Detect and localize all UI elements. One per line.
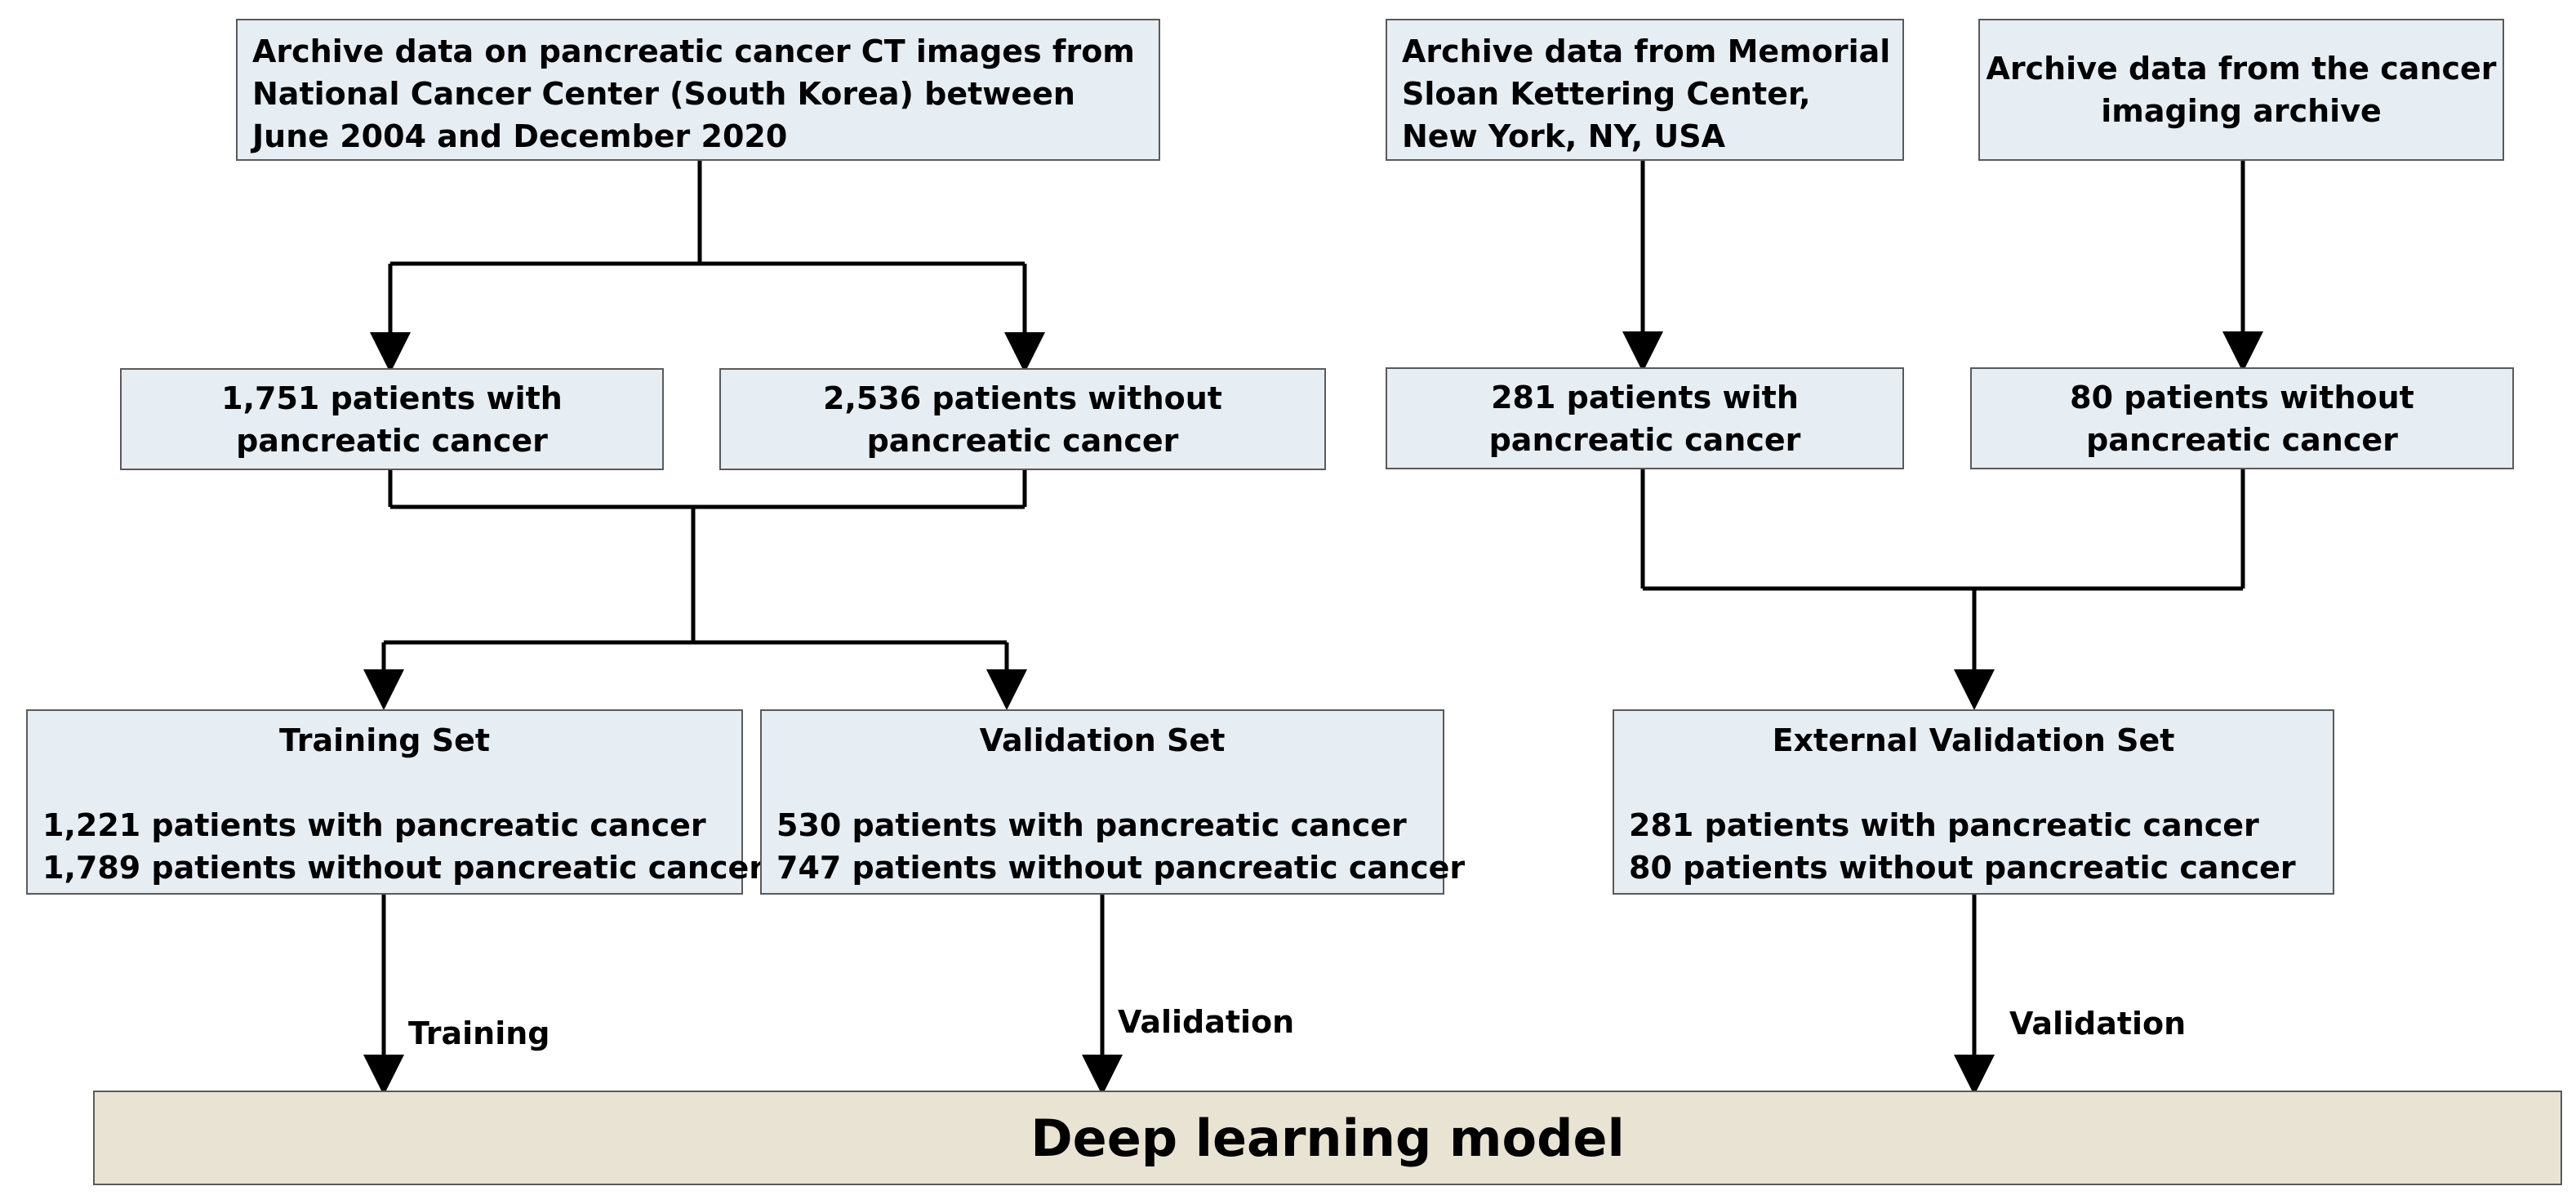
ncc-without-line-2: pancreatic cancer xyxy=(866,422,1179,459)
training-set-box: Training Set 1,221 patients with pancrea… xyxy=(26,709,764,895)
external-set-line-1: 281 patients with pancreatic cancer xyxy=(1629,807,2259,843)
tcia-archive-box: Archive data from the cancer imaging arc… xyxy=(1978,19,2504,161)
ncc-line-3: June 2004 and December 2020 xyxy=(252,118,788,154)
validation-set-title: Validation Set xyxy=(979,722,1226,758)
mskcc-line-3: New York, NY, USA xyxy=(1402,118,1726,154)
external-validation-set-box: External Validation Set 281 patients wit… xyxy=(1613,709,2334,895)
validation-edge-label: Validation xyxy=(1118,1004,1295,1040)
mskcc-archive-box: Archive data from Memorial Sloan Ketteri… xyxy=(1386,19,1904,161)
ncc-without-line-1: 2,536 patients without xyxy=(823,380,1222,416)
ncc-line-1: Archive data on pancreatic cancer CT ima… xyxy=(252,33,1135,69)
validation-set-line-1: 530 patients with pancreatic cancer xyxy=(776,807,1407,843)
ext-with-line-2: pancreatic cancer xyxy=(1488,421,1801,458)
ncc-without-cancer-box: 2,536 patients without pancreatic cancer xyxy=(719,368,1326,470)
ncc-with-cancer-box: 1,751 patients with pancreatic cancer xyxy=(120,368,664,470)
ncc-with-line-1: 1,751 patients with xyxy=(221,380,563,416)
ncc-line-2: National Cancer Center (South Korea) bet… xyxy=(252,76,1075,112)
validation-set-box: Validation Set 530 patients with pancrea… xyxy=(760,709,1466,895)
ncc-with-line-2: pancreatic cancer xyxy=(236,422,548,459)
external-validation-edge-label: Validation xyxy=(2009,1006,2187,1042)
tcia-line-2: imaging archive xyxy=(2101,93,2382,129)
mskcc-line-1: Archive data from Memorial xyxy=(1402,33,1891,69)
training-edge-label: Training xyxy=(408,1015,550,1051)
tcia-line-1: Archive data from the cancer xyxy=(1986,51,2497,87)
deep-learning-model-label: Deep learning model xyxy=(1030,1108,1625,1168)
ext-without-line-1: 80 patients without xyxy=(2070,379,2414,415)
ncc-archive-box: Archive data on pancreatic cancer CT ima… xyxy=(236,19,1160,161)
training-set-title: Training Set xyxy=(278,722,491,758)
external-set-line-2: 80 patients without pancreatic cancer xyxy=(1629,850,2296,886)
ext-with-cancer-box: 281 patients with pancreatic cancer xyxy=(1386,367,1904,469)
ext-with-line-1: 281 patients with xyxy=(1491,379,1799,415)
ext-without-line-2: pancreatic cancer xyxy=(2086,421,2398,458)
ext-without-cancer-box: 80 patients without pancreatic cancer xyxy=(1970,367,2514,469)
mskcc-line-2: Sloan Kettering Center, xyxy=(1402,76,1811,112)
validation-set-line-2: 747 patients without pancreatic cancer xyxy=(776,850,1466,886)
training-set-line-2: 1,789 patients without pancreatic cancer xyxy=(42,850,764,886)
training-set-line-1: 1,221 patients with pancreatic cancer xyxy=(42,807,706,843)
deep-learning-model-box: Deep learning model xyxy=(93,1091,2562,1185)
external-validation-set-title: External Validation Set xyxy=(1772,722,2175,758)
